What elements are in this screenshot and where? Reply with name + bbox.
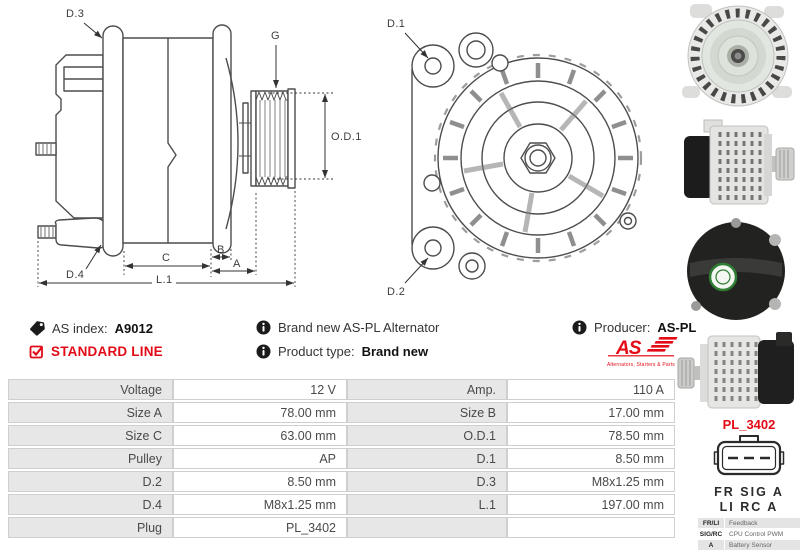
spec-value: 197.00 mm bbox=[507, 494, 675, 515]
spec-label: D.1 bbox=[347, 448, 507, 469]
side-view-drawing: D.3 G O.D.1 D.4 C B A L.1 bbox=[35, 8, 362, 287]
logo-text: AS bbox=[615, 338, 642, 358]
spec-label: D.3 bbox=[347, 471, 507, 492]
spec-label: Size C bbox=[8, 425, 173, 446]
product-type-value: Brand new bbox=[361, 344, 429, 359]
spec-label: Pulley bbox=[8, 448, 173, 469]
checkbox-checked-icon bbox=[29, 345, 44, 359]
as-pl-logo: AS Alternators, Starters & Parts bbox=[602, 336, 680, 368]
product-photo-side-right[interactable] bbox=[676, 114, 800, 214]
table-row: Size A 78.00 mm Size B 17.00 mm bbox=[8, 402, 675, 423]
plug-panel: PL_3402 FR SIG A LI RC A FR/LI Feedback … bbox=[698, 417, 800, 554]
dim-label-d1: D.1 bbox=[387, 18, 405, 30]
spec-value: M8x1.25 mm bbox=[507, 471, 675, 492]
spec-value: 8.50 mm bbox=[507, 448, 675, 469]
legend-key: SIG/RC bbox=[698, 529, 724, 539]
dim-label-g: G bbox=[271, 30, 280, 42]
info-icon bbox=[572, 320, 587, 335]
front-view-drawing: D.1 D.2 bbox=[387, 18, 643, 298]
spec-value: AP bbox=[173, 448, 347, 469]
dim-label-c: C bbox=[162, 252, 170, 264]
product-type-label: Product type: bbox=[278, 344, 355, 359]
spec-value: 63.00 mm bbox=[173, 425, 347, 446]
pin-legend: FR/LI Feedback SIG/RC CPU Control PWM A … bbox=[698, 518, 800, 554]
legend-key: A bbox=[698, 540, 724, 550]
spec-label: Voltage bbox=[8, 379, 173, 400]
spec-label: Size A bbox=[8, 402, 173, 423]
table-row: Pulley AP D.1 8.50 mm bbox=[8, 448, 675, 469]
brand-new-row: Brand new AS-PL Alternator bbox=[256, 320, 439, 335]
as-index-row: AS index: A9012 bbox=[29, 320, 153, 336]
legend-desc: Battery Sensor bbox=[725, 540, 800, 550]
spec-value: 110 A bbox=[507, 379, 675, 400]
legend-desc: Feedback bbox=[725, 518, 800, 528]
product-photo-front[interactable] bbox=[676, 0, 800, 112]
producer-label: Producer: bbox=[594, 320, 651, 335]
table-row: Plug PL_3402 bbox=[8, 517, 675, 538]
spec-value: M8x1.25 mm bbox=[173, 494, 347, 515]
as-index-label: AS index: bbox=[52, 320, 108, 336]
spec-label: D.4 bbox=[8, 494, 173, 515]
as-pl-logo-mark: AS bbox=[608, 337, 678, 359]
spec-value: 78.50 mm bbox=[507, 425, 675, 446]
spec-label: L.1 bbox=[347, 494, 507, 515]
producer-value: AS-PL bbox=[657, 320, 697, 335]
spec-value: 8.50 mm bbox=[173, 471, 347, 492]
product-type-row: Product type: Brand new bbox=[256, 344, 428, 359]
spec-value: 78.00 mm bbox=[173, 402, 347, 423]
alternator-rear-photo bbox=[687, 218, 785, 320]
standard-line-label: STANDARD LINE bbox=[51, 344, 163, 359]
table-row: Voltage 12 V Amp. 110 A bbox=[8, 379, 675, 400]
dim-label-od1: O.D.1 bbox=[331, 131, 362, 143]
connector-diagram bbox=[713, 435, 785, 476]
plug-title: PL_3402 bbox=[722, 417, 776, 432]
dim-label-b: B bbox=[217, 244, 225, 256]
spec-label: Amp. bbox=[347, 379, 507, 400]
legend-row: A Battery Sensor bbox=[698, 540, 800, 550]
table-row: D.4 M8x1.25 mm L.1 197.00 mm bbox=[8, 494, 675, 515]
alternator-front-photo bbox=[682, 4, 792, 107]
dim-label-a: A bbox=[233, 258, 241, 270]
dim-label-d4: D.4 bbox=[66, 269, 84, 281]
brand-new-text: Brand new AS-PL Alternator bbox=[278, 320, 440, 335]
info-icon bbox=[256, 344, 271, 359]
connector-pins-row1: FR SIG A bbox=[714, 485, 784, 499]
producer-row: Producer: AS-PL bbox=[572, 320, 696, 335]
spec-value: 12 V bbox=[173, 379, 347, 400]
spec-table: Voltage 12 V Amp. 110 A Size A 78.00 mm … bbox=[8, 377, 675, 540]
product-photo-rear-cover[interactable] bbox=[676, 214, 800, 328]
legend-key: FR/LI bbox=[698, 518, 724, 528]
spec-label: D.2 bbox=[8, 471, 173, 492]
spec-value: 17.00 mm bbox=[507, 402, 675, 423]
legend-row: FR/LI Feedback bbox=[698, 518, 800, 528]
spec-value bbox=[507, 517, 675, 538]
alternator-side-photo bbox=[684, 119, 795, 205]
dim-label-d3: D.3 bbox=[66, 8, 84, 20]
alternator-side-photo-2 bbox=[677, 332, 794, 409]
spec-label bbox=[347, 517, 507, 538]
spec-value: PL_3402 bbox=[173, 517, 347, 538]
spec-label: Size B bbox=[347, 402, 507, 423]
logo-tagline: Alternators, Starters & Parts bbox=[606, 362, 676, 368]
table-row: Size C 63.00 mm O.D.1 78.50 mm bbox=[8, 425, 675, 446]
info-icon bbox=[256, 320, 271, 335]
standard-line-row: STANDARD LINE bbox=[29, 344, 163, 359]
as-index-value: A9012 bbox=[114, 320, 153, 336]
connector-pins-row2: LI RC A bbox=[719, 499, 779, 514]
dim-label-d2: D.2 bbox=[387, 286, 405, 298]
dim-label-l1: L.1 bbox=[156, 274, 173, 286]
product-photo-side-left[interactable] bbox=[676, 328, 800, 416]
table-row: D.2 8.50 mm D.3 M8x1.25 mm bbox=[8, 471, 675, 492]
spec-label: O.D.1 bbox=[347, 425, 507, 446]
legend-row: SIG/RC CPU Control PWM bbox=[698, 529, 800, 539]
tag-icon bbox=[29, 321, 45, 336]
legend-desc: CPU Control PWM bbox=[725, 529, 800, 539]
spec-label: Plug bbox=[8, 517, 173, 538]
